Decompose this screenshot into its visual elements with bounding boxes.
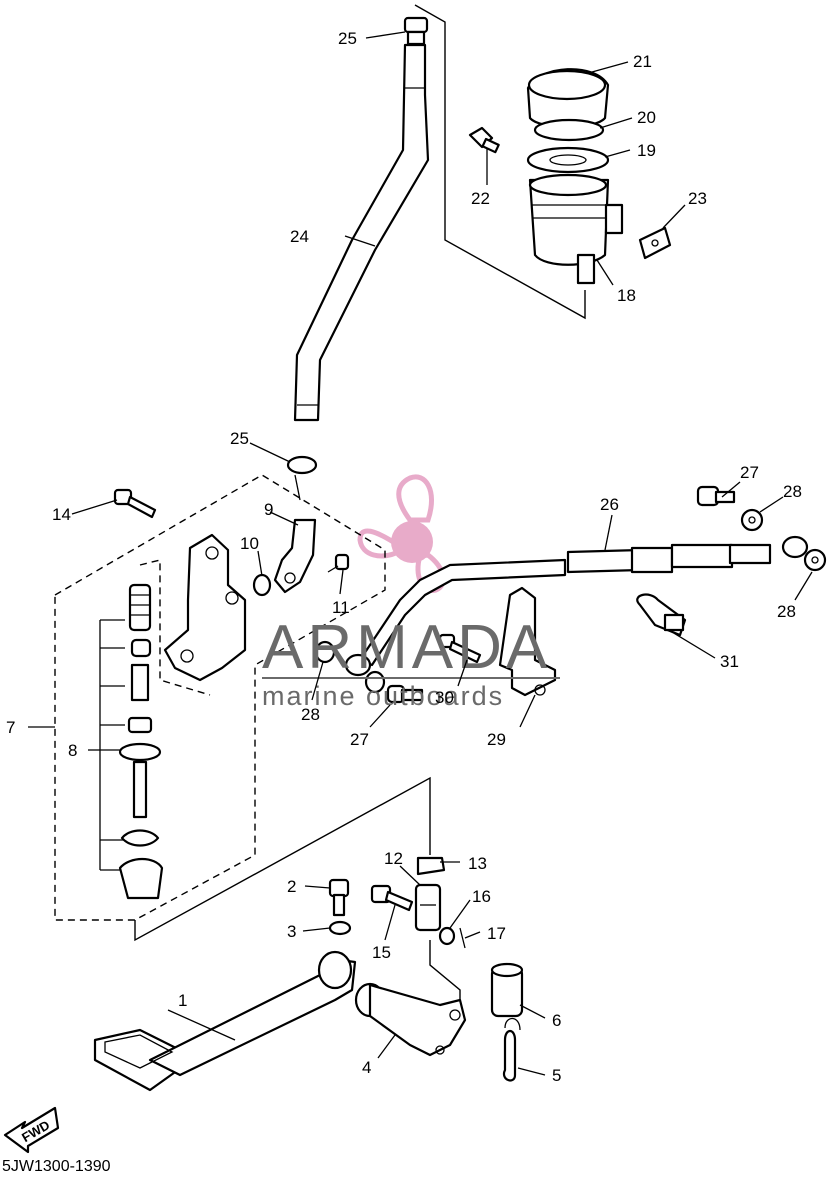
part-19-diaphragm <box>526 146 610 174</box>
callout-13: 13 <box>468 854 487 873</box>
callout-2: 2 <box>287 877 296 896</box>
part-27-union-bolt-upper <box>696 485 736 507</box>
part-29-bracket <box>498 586 557 697</box>
callout-12: 12 <box>384 849 403 868</box>
part-18-reservoir-tank <box>528 173 624 285</box>
leader-lines <box>71 31 813 1076</box>
part-13-nut <box>416 856 446 876</box>
callout-30: 30 <box>435 688 454 707</box>
part-16-washer <box>438 926 456 946</box>
callout-10: 10 <box>240 534 259 553</box>
part-27-union-bolt-lower <box>386 684 424 704</box>
callout-15: 15 <box>372 943 391 962</box>
part-8-piston-kit <box>118 583 164 900</box>
callout-9: 9 <box>264 500 273 519</box>
callout-24: 24 <box>290 227 309 246</box>
watermark-brand: ARMADA <box>262 613 551 682</box>
part-23-bracket-plate <box>638 226 672 260</box>
master-cylinder-body <box>163 533 247 682</box>
callout-3: 3 <box>287 922 296 941</box>
part-11-screw <box>327 553 350 573</box>
part-20-diaphragm-plate <box>533 118 605 142</box>
part-24-hose-pipe <box>293 43 430 422</box>
callout-23: 23 <box>688 189 707 208</box>
part-30-bolt <box>438 633 482 664</box>
callout-4: 4 <box>362 1058 371 1077</box>
callout-numbers: 1 2 3 4 5 6 7 8 9 10 11 12 13 14 15 16 1… <box>6 29 802 1085</box>
callout-1: 1 <box>178 991 187 1010</box>
callout-27-lower: 27 <box>350 730 369 749</box>
part-25-clip-upper <box>403 16 429 46</box>
callout-21: 21 <box>633 52 652 71</box>
part-21-reservoir-cap <box>526 68 610 129</box>
part-25-clip-lower <box>286 455 318 501</box>
callout-8: 8 <box>68 741 77 760</box>
callout-20: 20 <box>637 108 656 127</box>
part-28-washer-2 <box>803 548 827 572</box>
callout-25-upper: 25 <box>338 29 357 48</box>
callout-7: 7 <box>6 718 15 737</box>
group-outlines <box>28 4 586 1010</box>
callout-28-right: 28 <box>777 602 796 621</box>
watermark-tagline: marine outboards <box>262 681 504 711</box>
part-14-bolt <box>113 488 157 519</box>
part-3-washer <box>328 920 352 936</box>
callout-31: 31 <box>720 652 739 671</box>
part-17-cotter-pin <box>459 927 466 949</box>
part-10-o-ring <box>252 573 272 597</box>
part-26-brake-hose <box>344 535 809 677</box>
part-2-bolt <box>328 878 350 917</box>
callout-11: 11 <box>332 598 350 617</box>
callout-17: 17 <box>487 924 506 943</box>
fwd-arrow-icon: FWD <box>3 1106 60 1154</box>
part-6-collar <box>490 962 524 1018</box>
callout-28-left: 28 <box>301 705 320 724</box>
part-4-pedal-shaft <box>354 982 467 1057</box>
callout-14: 14 <box>52 505 71 524</box>
part-15-pin <box>370 884 414 912</box>
callout-5: 5 <box>552 1066 561 1085</box>
part-28-washer-1 <box>740 508 764 532</box>
part-1-brake-pedal <box>93 950 357 1092</box>
part-22-bolt <box>468 126 500 154</box>
callout-29: 29 <box>487 730 506 749</box>
part-31-hose-clamp <box>636 593 687 637</box>
callout-27-upper: 27 <box>740 463 759 482</box>
callout-18: 18 <box>617 286 636 305</box>
catalog-code: 5JW1300-1390 <box>2 1158 111 1175</box>
callout-16: 16 <box>472 887 491 906</box>
callout-6: 6 <box>552 1011 561 1030</box>
callout-28-upper: 28 <box>783 482 802 501</box>
part-12-clevis <box>414 883 442 932</box>
callout-26: 26 <box>600 495 619 514</box>
callout-22: 22 <box>471 189 490 208</box>
part-9-hose-union <box>273 518 317 594</box>
part-5-return-spring <box>502 1017 521 1082</box>
callout-19: 19 <box>637 141 656 160</box>
callout-25-lower: 25 <box>230 429 249 448</box>
